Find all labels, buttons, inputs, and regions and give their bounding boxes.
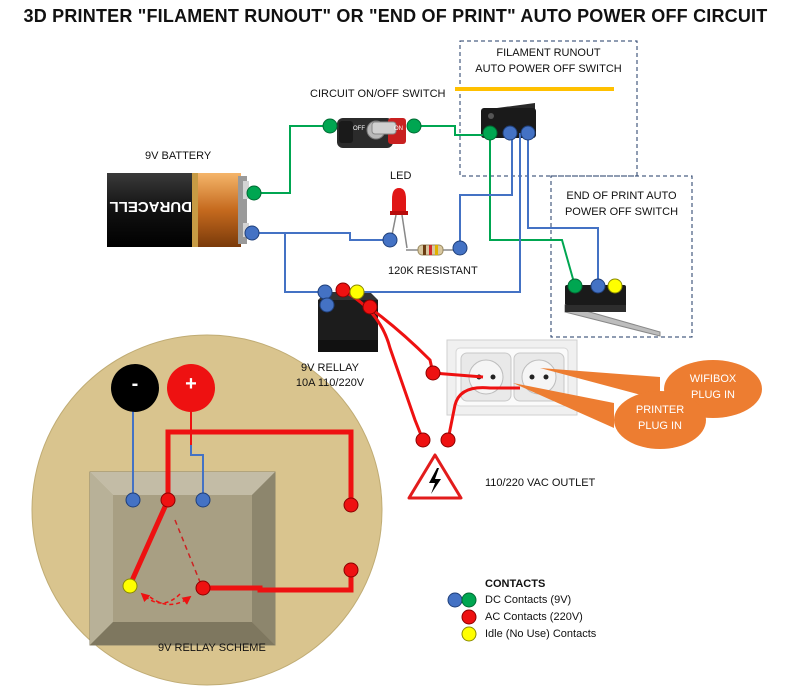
wifibox-callout-pointer	[540, 368, 660, 400]
switch-off-mark: OFF	[353, 126, 365, 132]
resistor-label: 120K RESISTANT	[388, 265, 478, 277]
legend-item-ac: AC Contacts (220V)	[485, 611, 583, 623]
legend-dots	[447, 592, 477, 642]
scheme-contact-ac-no	[195, 580, 211, 596]
wifibox-label-line1: WIFIBOX	[689, 373, 737, 385]
relay-scheme-box-inner	[113, 495, 252, 622]
switch-on-mark: ON	[394, 126, 403, 132]
scheme-contact-dc-left	[125, 492, 141, 508]
filament-switch-label-line1: FILAMENT RUNOUT	[496, 47, 601, 59]
scheme-plus-terminal	[167, 364, 215, 412]
relay-scheme-label: 9V RELLAY SCHEME	[158, 642, 266, 654]
end-switch-label-line2: POWER OFF SWITCH	[564, 206, 679, 218]
legend-item-idle: Idle (No Use) Contacts	[485, 628, 597, 640]
scheme-ac-loop	[165, 429, 354, 505]
battery-brand: DURACELL	[109, 198, 193, 215]
minus-symbol: -	[131, 373, 139, 395]
scheme-minus-terminal	[111, 364, 159, 412]
dc-wires	[254, 125, 599, 293]
relay-label-line1: 9V RELLAY	[301, 362, 359, 374]
relay-label-line2: 10A 110/220V	[295, 377, 365, 389]
scheme-contact-dc-right	[195, 492, 211, 508]
relay-armature	[127, 498, 171, 587]
scheme-contact-ac-common	[160, 492, 176, 508]
plus-symbol: +	[185, 373, 197, 395]
resistor	[406, 244, 460, 256]
led-label: LED	[390, 170, 412, 182]
legend-title: CONTACTS	[485, 578, 546, 590]
wifibox-label-line2: PLUG IN	[690, 389, 735, 401]
toggle-switch	[337, 118, 406, 148]
relay-component	[318, 292, 378, 352]
scheme-contact-ac-right-top	[343, 497, 359, 513]
wall-outlet	[446, 339, 578, 416]
filament-switch-box	[459, 40, 638, 177]
printer-callout-pointer	[513, 383, 614, 428]
circuit-switch-label: CIRCUIT ON/OFF SWITCH	[310, 88, 446, 100]
battery-label: 9V BATTERY	[145, 150, 212, 162]
end-switch-label-line1: END OF PRINT AUTO	[566, 190, 677, 202]
printer-label-line2: PLUG IN	[637, 420, 682, 432]
page-title: 3D PRINTER "FILAMENT RUNOUT" OR "END OF …	[23, 6, 768, 26]
printer-label-line1: PRINTER	[635, 404, 685, 416]
outlet-label: 110/220 VAC OUTLET	[485, 477, 596, 489]
scheme-contact-ac-right-bottom	[343, 562, 359, 578]
legend-item-dc: DC Contacts (9V)	[485, 594, 572, 606]
filament-switch-label-line2: AUTO POWER OFF SWITCH	[475, 63, 622, 75]
end-switch-box	[550, 175, 693, 338]
high-voltage-warning-icon	[407, 453, 463, 500]
contact-dots	[244, 118, 623, 448]
scheme-contact-idle	[122, 578, 138, 594]
printer-callout	[614, 391, 706, 449]
battery-9v	[107, 173, 249, 247]
